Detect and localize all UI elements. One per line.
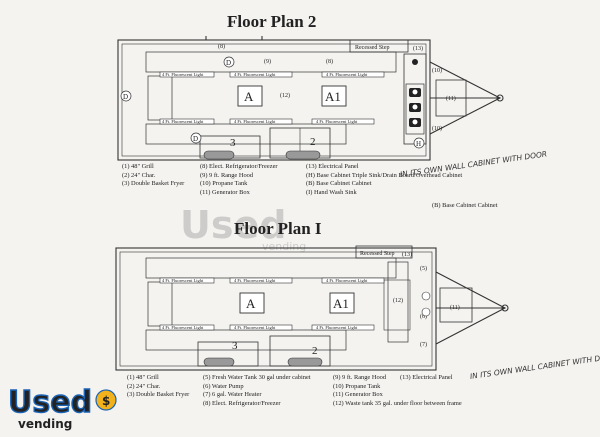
- plan2-num: 3: [230, 137, 236, 149]
- coin-icon: [95, 389, 117, 411]
- plan1-num: (11): [450, 304, 460, 311]
- legend-item: (9) 9 ft. Range Hood: [333, 374, 387, 381]
- plan2-recessed-step: Recessed Step: [355, 45, 390, 51]
- floor-plan-1-title: Floor Plan I: [234, 219, 322, 238]
- watermark-sub: vending: [262, 240, 306, 253]
- plan2-legend-col1: (1) 48" Grill (2) 24" Char. (3) Double B…: [122, 163, 184, 189]
- legend-item: (3) Double Basket Fryer: [127, 391, 190, 399]
- legend-item: (I) Hand Wash Sink: [306, 188, 357, 196]
- legend-item: (1) 48" Grill: [127, 374, 159, 381]
- plan2-symbol: D: [226, 59, 231, 67]
- usedvending-logo: Used $ vending: [6, 378, 124, 432]
- plan1-legend-col2: (5) Fresh Water Tank 30 gal under cabine…: [203, 374, 311, 408]
- legend-item: (2) 24" Char.: [127, 382, 161, 390]
- legend-item: (1) 48" Grill: [122, 163, 154, 170]
- plan2-light-label: 4 Ft. Fluorescent Light: [316, 119, 358, 124]
- plan2-num: (8): [326, 58, 333, 65]
- svg-text:$: $: [102, 394, 110, 408]
- logo-word: Used: [8, 385, 92, 420]
- plan2-num: (8): [218, 43, 225, 50]
- legend-item: (B) Base Cabinet Cabinet: [306, 180, 372, 188]
- plan1-legend-col1: (1) 48" Grill (2) 24" Char. (3) Double B…: [127, 374, 189, 400]
- plan2-light-label: 4 Ft. Fluorescent Light: [234, 72, 276, 77]
- plan2-num: (13): [413, 45, 423, 52]
- plan2-num: (11): [446, 95, 456, 102]
- plan1-light-label: 4 Ft. Fluorescent Light: [234, 278, 276, 283]
- plan2-num: (10): [432, 67, 442, 74]
- plan1-lights: [159, 277, 385, 331]
- legend-item: (11) Generator Box: [200, 188, 250, 196]
- plan1-zone-a1-label: A1: [333, 296, 349, 311]
- plan2-lights: [159, 71, 385, 125]
- legend-item: (H) Base Cabinet Triple Sink/Drain Board…: [306, 171, 463, 179]
- plan1-num: 2: [312, 345, 318, 357]
- legend-item: (11) Generator Box: [333, 391, 383, 399]
- legend-item: (3) Double Basket Fryer: [122, 180, 185, 188]
- plan2-num: 2: [310, 136, 316, 148]
- plan1-light-label: 4 Ft. Fluorescent Light: [234, 325, 276, 330]
- watermark-brand: Used: [180, 203, 286, 247]
- watermark: Used vending: [180, 203, 306, 253]
- plan1-zone-a: [239, 292, 265, 314]
- plan1-zone-a1: [329, 292, 355, 314]
- plan2-symbol: H: [416, 140, 421, 148]
- plan2-zone-a1: [321, 85, 347, 107]
- plan2-zone-a-label: A: [244, 89, 254, 104]
- legend-item: (2) 24" Char.: [122, 171, 156, 179]
- plan2-tank: [203, 150, 235, 160]
- legend-item: (10) Propane Tank: [333, 382, 381, 390]
- legend-item: (6) Water Pump: [203, 382, 244, 390]
- plan1-light-label: 4 Ft. Fluorescent Light: [162, 278, 204, 283]
- plan1-trailer: [115, 245, 509, 371]
- logo-graphic: Used $ vending: [7, 384, 117, 431]
- plan1-num: (12): [393, 297, 403, 304]
- plan2-legend-col2: (8) Elect. Refrigerator/Freezer (9) 9 ft…: [200, 163, 278, 197]
- plan1-zone-a-label: A: [246, 296, 256, 311]
- plan2-light-label: 4 Ft. Fluorescent Light: [326, 72, 368, 77]
- plan1-num: (5): [420, 265, 427, 272]
- floor-plan-2-title: Floor Plan 2: [227, 12, 317, 31]
- plan2-symbol: D: [193, 135, 198, 143]
- plan2-light-label: 4 Ft. Fluorescent Light: [234, 119, 276, 124]
- plan2-symbol: D: [123, 93, 128, 101]
- plan2-legend-extra: (B) Base Cabinet Cabinet: [432, 202, 498, 209]
- plan1-recessed-step: Recessed Step: [360, 251, 395, 257]
- plan2-zone-a1-label: A1: [325, 89, 341, 104]
- logo-sub: vending: [18, 417, 72, 431]
- plan2-legend-col3: (13) Electrical Panel (H) Base Cabinet T…: [306, 163, 462, 197]
- legend-item: (12) Waste tank 35 gal. under floor betw…: [333, 399, 462, 407]
- legend-item: (13) Electrical Panel: [306, 163, 359, 170]
- plan2-light-label: 4 Ft. Fluorescent Light: [162, 119, 204, 124]
- plan2-zone-a: [237, 85, 263, 107]
- plan2-num: (12): [280, 92, 290, 99]
- plan2-light-label: 4 Ft. Fluorescent Light: [162, 72, 204, 77]
- plan1-num: (6): [420, 313, 427, 320]
- plan2-num: (10): [432, 125, 442, 132]
- legend-item: (8) Elect. Refrigerator/Freezer: [200, 163, 278, 170]
- legend-item: (5) Fresh Water Tank 30 gal under cabine…: [203, 374, 311, 381]
- plan1-light-label: 4 Ft. Fluorescent Light: [316, 325, 358, 330]
- plan1-tank: [203, 357, 235, 367]
- plan1-legend-col3: (9) 9 ft. Range Hood (10) Propane Tank (…: [333, 374, 462, 408]
- plan1-legend-extra: (13) Electrical Panel: [400, 374, 453, 381]
- plan1-num: 3: [232, 340, 238, 352]
- legend-item: (7) 6 gal. Water Heater: [203, 391, 262, 399]
- legend-item: (9) 9 ft. Range Hood: [200, 171, 254, 179]
- plan1-num: (7): [420, 341, 427, 348]
- plan1-num: (13): [402, 251, 412, 258]
- plan1-light-label: 4 Ft. Fluorescent Light: [326, 278, 368, 283]
- plan1-light-label: 4 Ft. Fluorescent Light: [162, 325, 204, 330]
- legend-item: (8) Elect. Refrigerator/Freezer: [203, 399, 281, 407]
- plan2-num: (9): [264, 58, 271, 65]
- legend-item: (10) Propane Tank: [200, 180, 248, 188]
